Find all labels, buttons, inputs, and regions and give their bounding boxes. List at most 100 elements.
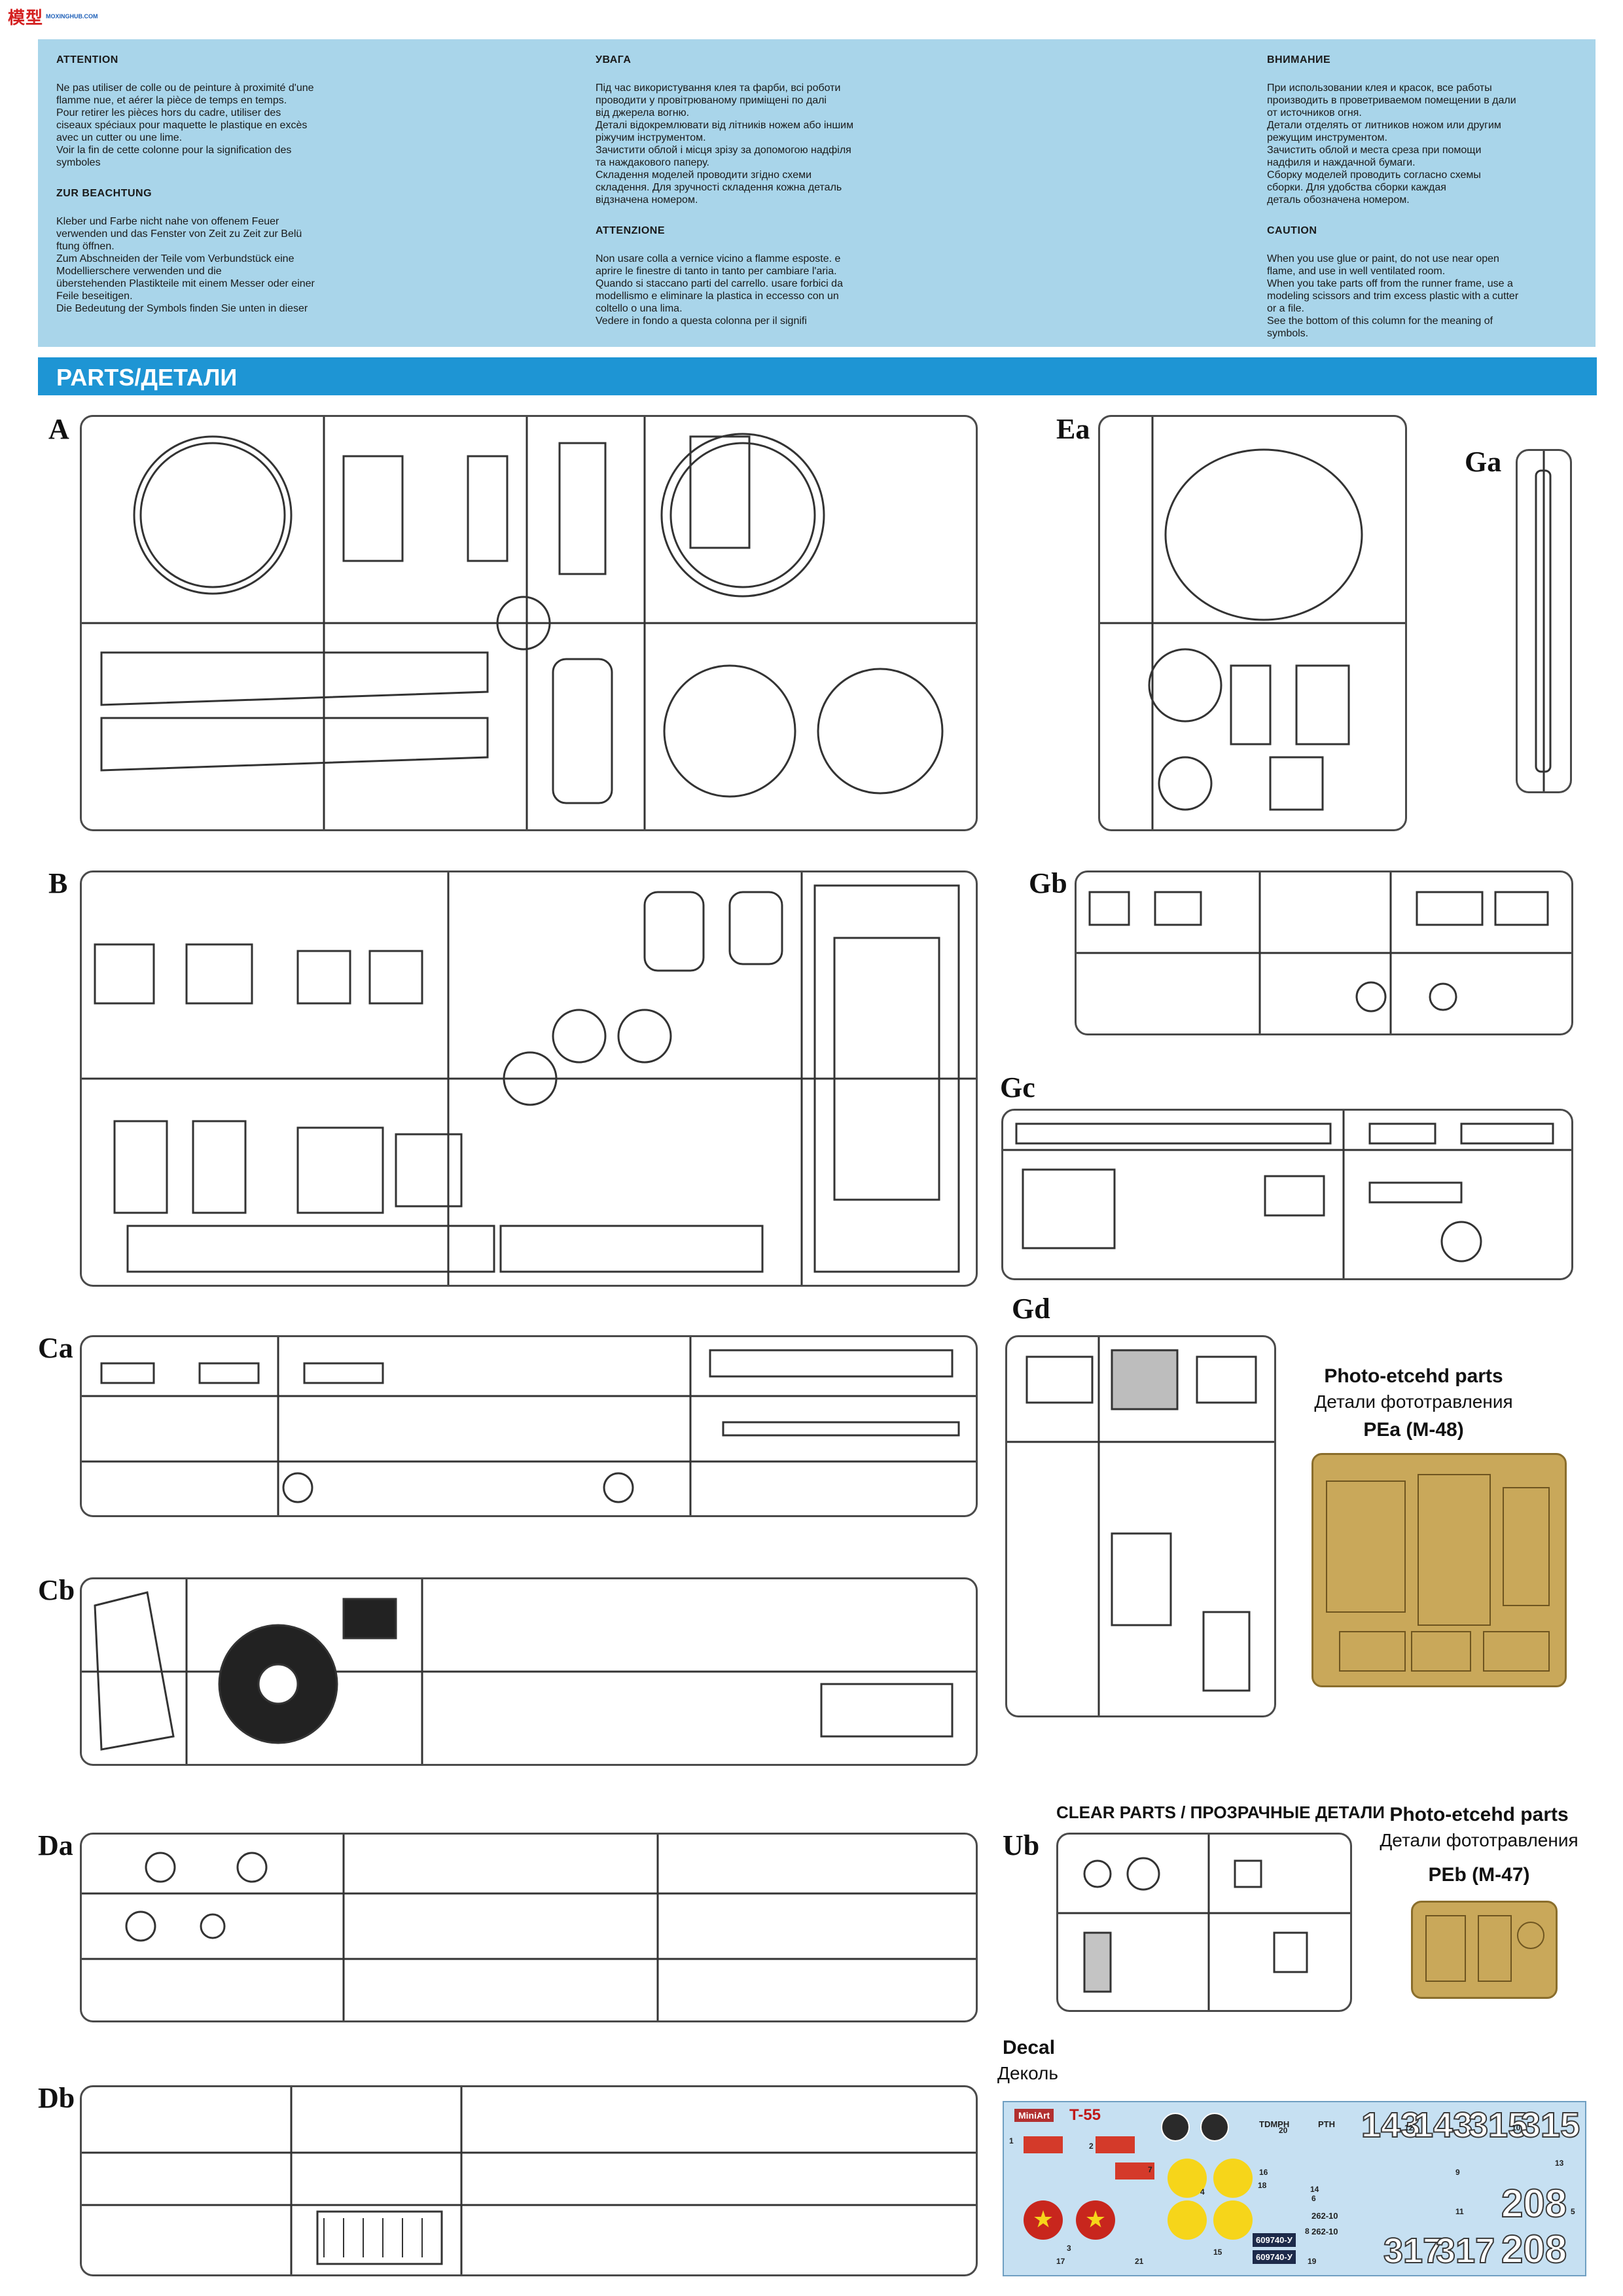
vnimanie-ru-title: ВНИМАНИЕ	[1267, 54, 1331, 65]
decal-index-15: 15	[1213, 2248, 1222, 2257]
uvaga-ua-title: УВАГА	[596, 54, 632, 65]
peb-title: Photo-etcehd parts	[1389, 1804, 1569, 1825]
decal-number-315-b: 315	[1520, 2105, 1580, 2145]
decal-index-7: 7	[1148, 2165, 1152, 2174]
attention-fr-text: Ne pas utiliser de colle ou de peinture …	[56, 82, 314, 168]
sprue-label-ub: Ub	[1003, 1829, 1040, 1861]
peb-subtitle: Детали фототравления	[1380, 1830, 1578, 1850]
peb-code: PEb (M-47)	[1428, 1864, 1530, 1886]
decal-star-1: ★	[1024, 2200, 1063, 2240]
decal-index-17: 17	[1056, 2257, 1065, 2266]
decal-model: T-55	[1069, 2106, 1101, 2124]
sprue-label-db: Db	[38, 2082, 75, 2114]
decal-flag-2	[1096, 2136, 1135, 2153]
sprue-gd-parts	[1007, 1337, 1274, 1715]
sprue-b	[80, 870, 978, 1287]
sprue-da-parts	[82, 1835, 976, 2020]
sprue-b-parts	[82, 872, 976, 1285]
decal-index-19: 19	[1308, 2257, 1317, 2266]
pea-parts	[1326, 1474, 1550, 1672]
parts-header: PARTS/ДЕТАЛИ	[56, 364, 238, 391]
sprue-ea-parts	[1100, 417, 1405, 829]
decal-mark-3: 262-10	[1311, 2211, 1338, 2221]
photo-etch-pea	[1311, 1453, 1567, 1687]
caution-en-title: CAUTION	[1267, 225, 1317, 236]
decal-mark-2: PTH	[1318, 2119, 1335, 2129]
sprue-label-cb: Cb	[38, 1574, 75, 1606]
decal-index-6: 6	[1311, 2194, 1316, 2203]
decal-mark-4: 262-10	[1311, 2227, 1338, 2236]
sprue-gc	[1001, 1109, 1573, 1280]
attention-fr-title: ATTENTION	[56, 54, 118, 65]
decal-star-2: ★	[1076, 2200, 1115, 2240]
photo-etch-peb	[1411, 1901, 1558, 1999]
attenzione-it-title: ATTENZIONE	[596, 225, 666, 236]
decal-plate-1: 609740-У	[1253, 2233, 1296, 2247]
decal-index-10: 10	[1512, 2123, 1521, 2132]
decal-index-21: 21	[1135, 2257, 1144, 2266]
decal-flag-3	[1115, 2162, 1154, 2179]
decal-number-208-a: 208	[1501, 2181, 1567, 2226]
vnimanie-ru-text: При использовании клея и красок, все раб…	[1267, 82, 1516, 206]
decal-plate-2: 609740-У	[1253, 2250, 1296, 2264]
warning-col-right: ВНИМАНИЕ При использовании клея и красок…	[1267, 54, 1588, 358]
decal-subtitle: Деколь	[997, 2063, 1058, 2083]
decal-index-14: 14	[1310, 2185, 1319, 2194]
decal-index-4: 4	[1200, 2187, 1205, 2197]
warning-col-middle: УВАГА Під час використування клея та фар…	[596, 54, 962, 346]
decal-index-11: 11	[1455, 2207, 1464, 2216]
decal-index-3: 3	[1067, 2244, 1071, 2253]
decal-index-20: 20	[1279, 2126, 1288, 2135]
decal-number-315-a: 315	[1468, 2105, 1528, 2145]
beachtung-de-title: ZUR BEACHTUNG	[56, 188, 152, 199]
decal-index-2: 2	[1089, 2142, 1094, 2151]
pea-title: Photo-etcehd parts	[1324, 1365, 1503, 1387]
decal-flag-1	[1024, 2136, 1063, 2153]
decal-index-13: 13	[1555, 2159, 1564, 2168]
beachtung-de-text: Kleber und Farbe nicht nahe von offenem …	[56, 216, 315, 314]
decal-number-317-a: 317	[1383, 2231, 1443, 2271]
decal-yellow-1	[1168, 2159, 1207, 2198]
uvaga-ua-text: Під час використування клея та фарби, вс…	[596, 82, 854, 206]
decal-yellow-3	[1213, 2159, 1253, 2198]
sprue-a-parts	[82, 417, 976, 829]
decal-brand: MiniArt	[1014, 2109, 1054, 2122]
sprue-ca-parts	[82, 1337, 976, 1515]
sprue-gc-parts	[1003, 1111, 1571, 1278]
decal-index-1: 1	[1009, 2136, 1014, 2145]
peb-parts	[1425, 1915, 1544, 1982]
sprue-a	[80, 415, 978, 831]
site-logo: 模型 MOXINGHUB.COM	[8, 5, 132, 27]
decal-number-143-a: 143	[1361, 2105, 1421, 2145]
attenzione-it-text: Non usare colla a vernice vicino a flamm…	[596, 253, 843, 327]
sprue-cb	[80, 1577, 978, 1766]
sprue-ub	[1056, 1833, 1352, 2012]
sprue-ga-parts	[1535, 451, 1552, 791]
sprue-ea	[1098, 415, 1407, 831]
decal-number-208-b: 208	[1501, 2227, 1567, 2272]
decal-index-8: 8	[1305, 2227, 1310, 2236]
sprue-label-b: B	[48, 867, 68, 899]
warning-col-left: ATTENTION Ne pas utiliser de colle ou de…	[56, 54, 423, 333]
pea-code: PEa (M-48)	[1363, 1419, 1464, 1441]
decal-index-16: 16	[1259, 2168, 1268, 2177]
sprue-da	[80, 1833, 978, 2022]
decal-number-143-b: 143	[1413, 2105, 1473, 2145]
sprue-db	[80, 2085, 978, 2276]
sprue-cb-parts	[82, 1579, 976, 1764]
decal-mark-1: TDMPH	[1259, 2119, 1290, 2129]
decal-index-12: 12	[1404, 2123, 1414, 2132]
sprue-label-a: A	[48, 413, 69, 445]
sprue-ca	[80, 1335, 978, 1517]
clear-parts-title: CLEAR PARTS / ПРОЗРАЧНЫЕ ДЕТАЛИ	[1056, 1803, 1385, 1822]
sprue-label-da: Da	[38, 1829, 73, 1861]
sprue-db-parts	[82, 2087, 976, 2274]
sprue-label-gb: Gb	[1029, 867, 1067, 899]
sprue-label-ca: Ca	[38, 1332, 73, 1364]
sprue-gb	[1075, 870, 1573, 1035]
decal-roundel-2	[1200, 2113, 1229, 2142]
sprue-ub-parts	[1058, 1835, 1350, 2010]
sprue-label-gd: Gd	[1012, 1293, 1050, 1325]
sprue-label-ga: Ga	[1465, 446, 1502, 478]
sprue-ga	[1516, 449, 1572, 793]
